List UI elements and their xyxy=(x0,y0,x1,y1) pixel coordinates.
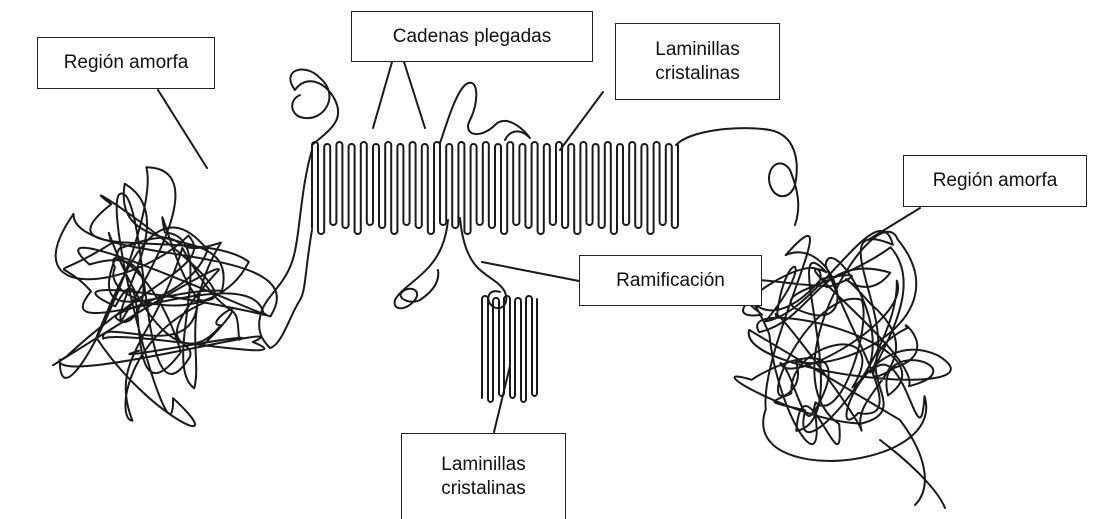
label-branching: Ramificación xyxy=(579,255,762,306)
chain-top-loop xyxy=(290,69,338,145)
chain-top-middle-loop xyxy=(440,83,530,143)
chain-left-connector xyxy=(259,150,312,348)
amorphous-chain-path xyxy=(735,231,951,508)
amorphous-coil-right xyxy=(735,231,951,508)
label-amorphous-region-left: Región amorfa xyxy=(37,37,215,89)
label-crystalline-lamellae-top: Laminillas cristalinas xyxy=(615,23,780,100)
branch-crystalline-lamella xyxy=(482,296,537,402)
leader-branching xyxy=(482,262,579,281)
amorphous-chain-path xyxy=(53,167,277,426)
label-amorphous-region-right: Región amorfa xyxy=(903,155,1087,207)
leader-lamellae-top xyxy=(560,92,603,150)
chain-right-connector xyxy=(676,128,798,225)
leader-lamellae-bottom xyxy=(494,366,510,432)
branch-small-tangle xyxy=(395,220,448,308)
main-crystalline-lamella xyxy=(312,142,678,234)
leader-amorphous-left xyxy=(158,90,207,168)
leader-folded-chains-a xyxy=(373,62,392,128)
leader-folded-chains-b xyxy=(404,62,425,128)
amorphous-coil-left xyxy=(53,167,277,426)
label-folded-chains: Cadenas plegadas xyxy=(351,11,593,62)
label-crystalline-lamellae-bottom: Laminillas cristalinas xyxy=(401,433,566,519)
